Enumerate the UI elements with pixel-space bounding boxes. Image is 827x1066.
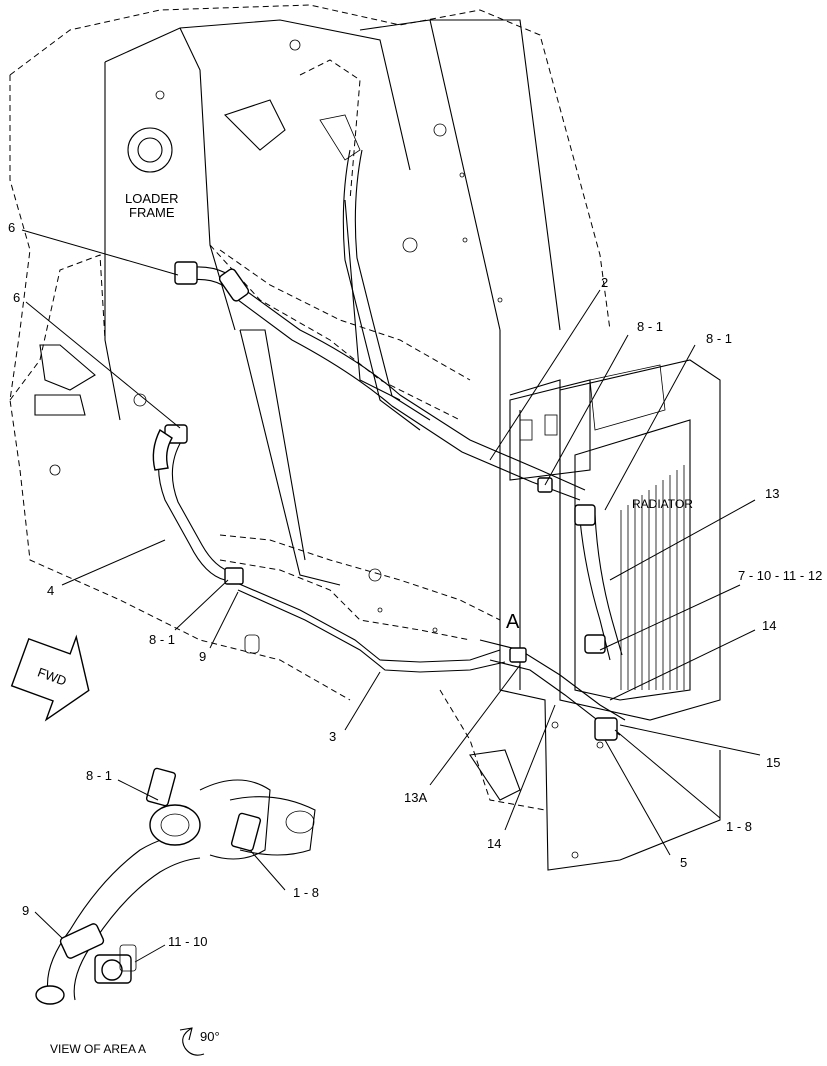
loader-frame-label-line2: FRAME bbox=[129, 205, 175, 220]
fitting-5 bbox=[594, 717, 618, 741]
rotation-label: 90° bbox=[200, 1029, 220, 1044]
fitting-6-upper bbox=[174, 261, 198, 285]
callout-9-detail: 9 bbox=[22, 903, 29, 918]
callout-2: 2 bbox=[601, 275, 608, 290]
loader-frame-structure bbox=[9, 4, 721, 871]
area-a-marker: A bbox=[506, 611, 520, 633]
callout-1-8-detail: 1 - 8 bbox=[293, 885, 319, 900]
callout-9-left: 9 bbox=[199, 649, 206, 664]
callout-13a: 13A bbox=[404, 790, 427, 805]
radiator-fins bbox=[620, 465, 685, 690]
callout-7-10-11-12: 7 - 10 - 11 - 12 bbox=[738, 568, 822, 583]
callout-3: 3 bbox=[329, 729, 336, 744]
callout-14-bottom: 14 bbox=[487, 836, 501, 851]
hydraulic-lines bbox=[152, 149, 626, 741]
callout-5: 5 bbox=[680, 855, 687, 870]
callout-15: 15 bbox=[766, 755, 780, 770]
forward-arrow: FWD bbox=[10, 634, 90, 722]
clamp-8-1 bbox=[224, 567, 244, 585]
callout-14-right: 14 bbox=[762, 618, 776, 633]
callout-6-lower: 6 bbox=[13, 290, 20, 305]
callout-1-8-right: 1 - 8 bbox=[726, 819, 752, 834]
leader-lines bbox=[21, 229, 761, 963]
radiator-label: RADIATOR bbox=[632, 497, 693, 511]
callout-13: 13 bbox=[765, 486, 779, 501]
loader-frame-label-line1: LOADER bbox=[125, 191, 178, 206]
callout-8-1-left: 8 - 1 bbox=[149, 632, 175, 647]
detail-view-area-a bbox=[35, 767, 316, 1056]
callout-8-1-a: 8 - 1 bbox=[637, 319, 663, 334]
rotate-icon bbox=[179, 1027, 205, 1056]
callout-8-1-b: 8 - 1 bbox=[706, 331, 732, 346]
callout-numbers: 6 6 2 8 - 1 8 - 1 13 7 - 10 - 11 - 12 14… bbox=[8, 220, 822, 949]
radiator bbox=[509, 359, 721, 721]
callout-11-10-detail: 11 - 10 bbox=[168, 934, 208, 949]
callout-6-upper: 6 bbox=[8, 220, 15, 235]
callout-4: 4 bbox=[47, 583, 54, 598]
text-labels: LOADER FRAME RADIATOR A VIEW OF AREA A 9… bbox=[50, 191, 693, 1056]
view-of-area-caption: VIEW OF AREA A bbox=[50, 1042, 146, 1056]
callout-8-1-detail: 8 - 1 bbox=[86, 768, 112, 783]
